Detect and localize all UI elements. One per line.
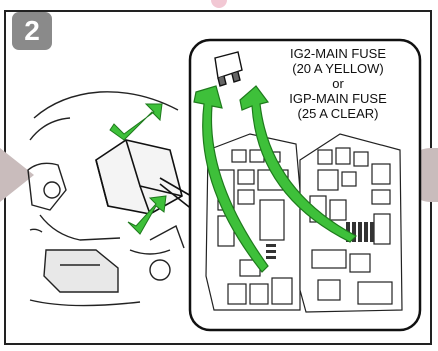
fuse-label-line-4: IGP-MAIN FUSE	[258, 91, 418, 106]
engine-fuse-box-outline	[96, 140, 182, 214]
fuse-box-panel	[300, 134, 402, 312]
fuse-callout-label: IG2-MAIN FUSE (20 A YELLOW) or IGP-MAIN …	[258, 46, 418, 121]
relay-block	[206, 134, 300, 310]
fuse-label-line-3: or	[258, 76, 418, 91]
fuse-label-line-5: (25 A CLEAR)	[258, 106, 418, 121]
fuse-label-line-2: (20 A YELLOW)	[258, 61, 418, 76]
fuse-label-line-1: IG2-MAIN FUSE	[258, 46, 418, 61]
